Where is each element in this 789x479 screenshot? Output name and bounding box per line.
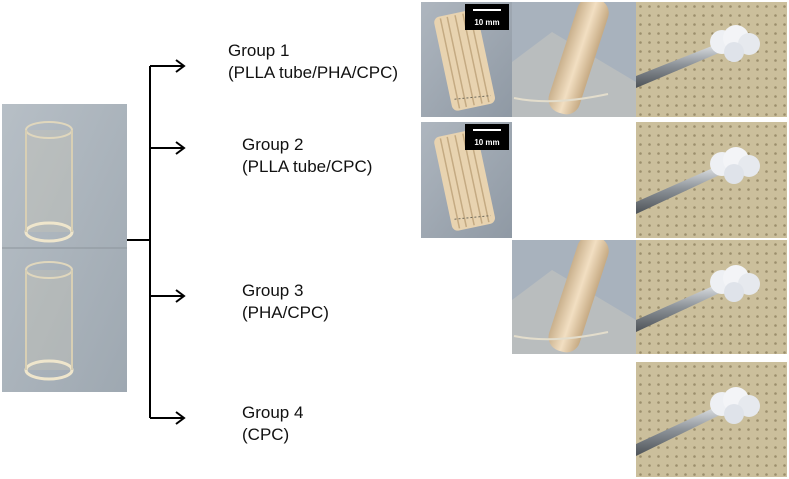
group-4-name: Group 4 [242, 403, 304, 422]
cpc-sample-photo [636, 240, 787, 354]
group-3-name: Group 3 [242, 281, 304, 300]
arrow-icon [150, 141, 186, 155]
cpc-sample-photo [636, 122, 787, 238]
scale-bar: 10 mm [465, 124, 509, 150]
arrow-icon [150, 289, 186, 303]
group-3-label: Group 3 (PHA/CPC) [242, 280, 329, 324]
group-3-desc: (PHA/CPC) [242, 303, 329, 322]
group-1-desc: (PLLA tube/PHA/CPC) [228, 63, 399, 82]
scale-bar-label: 10 mm [474, 18, 500, 27]
scale-bar-label: 10 mm [474, 138, 500, 147]
group-4-desc: (CPC) [242, 425, 290, 444]
tube-photo [2, 104, 127, 392]
pla-tube-bundle-photo: 10 mm [421, 122, 512, 238]
group-4-label: Group 4 (CPC) [242, 402, 303, 446]
group-2-desc: (PLLA tube/CPC) [242, 157, 373, 176]
pla-tube-bundle-photo: 10 mm [421, 2, 512, 117]
pha-roll-photo [512, 2, 636, 117]
cpc-sample-photo [636, 362, 787, 477]
group-2-label: Group 2 (PLLA tube/CPC) [242, 134, 372, 178]
arrow-icon [150, 59, 186, 73]
group-1-name: Group 1 [228, 41, 290, 60]
pha-roll-photo [512, 240, 636, 354]
group-1-label: Group 1 (PLLA tube/PHA/CPC) [228, 40, 398, 84]
cpc-sample-photo [636, 2, 787, 117]
group-2-name: Group 2 [242, 135, 304, 154]
arrow-icon [150, 411, 186, 425]
scale-bar: 10 mm [465, 4, 509, 30]
